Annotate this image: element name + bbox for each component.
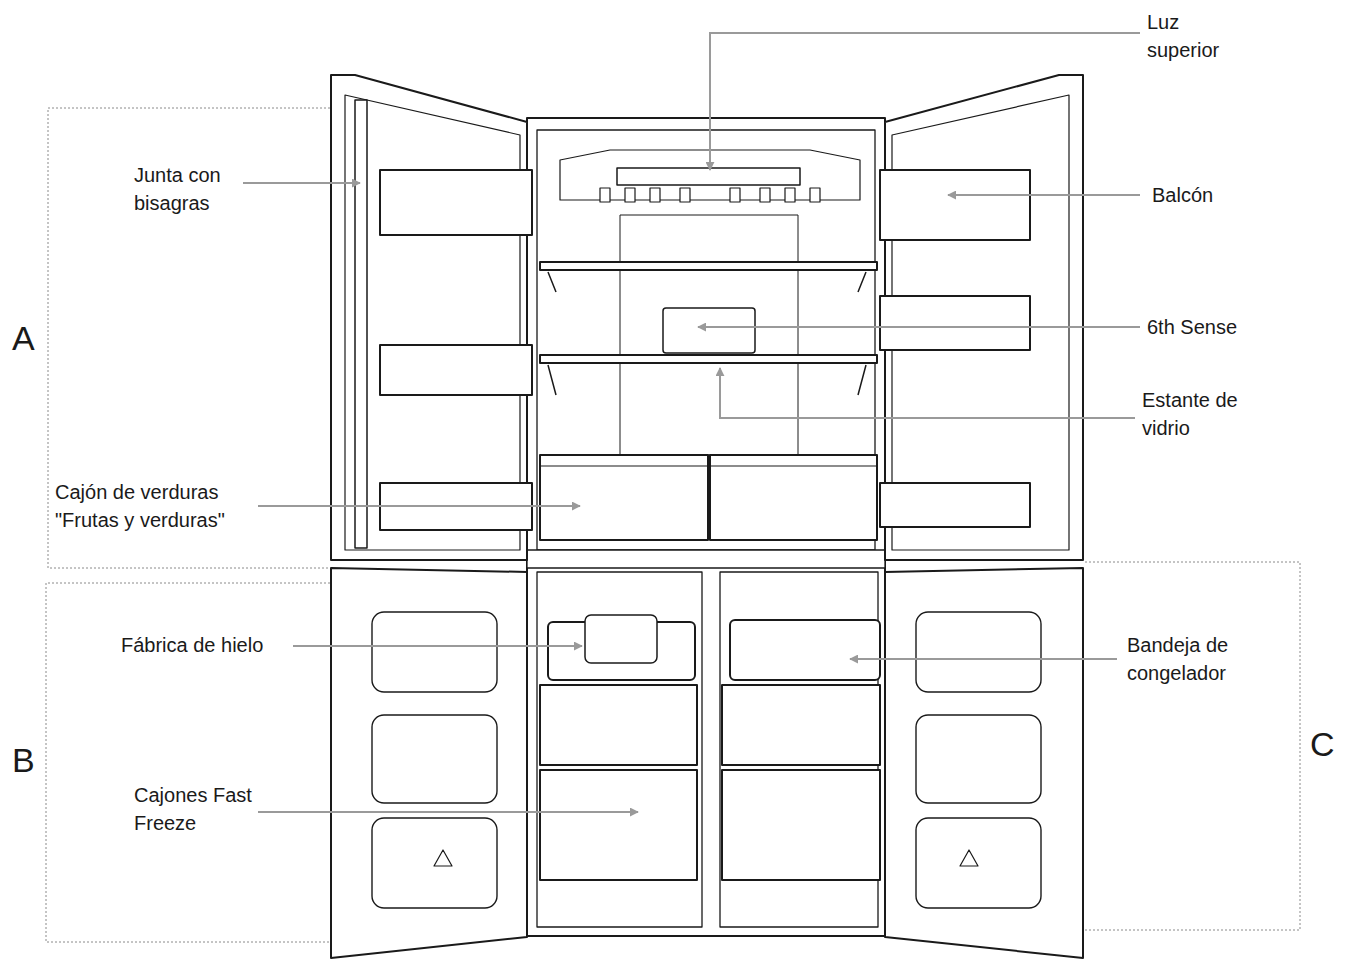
door-bin bbox=[380, 170, 532, 235]
vents bbox=[600, 188, 820, 202]
door bbox=[331, 568, 527, 958]
part-label: Cajón de verduras "Frutas y verduras" bbox=[55, 478, 260, 534]
door-bin bbox=[880, 170, 1030, 240]
freezer-drawer bbox=[722, 770, 880, 880]
part-label: Cajones Fast Freeze bbox=[134, 781, 254, 837]
part-label: Junta con bisagras bbox=[134, 161, 239, 217]
freezer-drawer bbox=[540, 685, 697, 765]
glass-shelf bbox=[540, 355, 877, 363]
door-bin bbox=[880, 296, 1030, 350]
shelf-bracket bbox=[548, 272, 866, 395]
door bbox=[885, 568, 1083, 958]
part-label: Estante de vidrio bbox=[1142, 386, 1260, 442]
section-letter: A bbox=[12, 318, 35, 358]
glass-shelf bbox=[540, 262, 877, 270]
leader-line bbox=[243, 33, 1140, 812]
part-label: Luz superior bbox=[1147, 8, 1237, 64]
crisper-lid bbox=[540, 465, 877, 466]
divider bbox=[527, 550, 885, 568]
crisper bbox=[540, 455, 708, 540]
door-bin bbox=[380, 345, 532, 395]
freezer-drawer bbox=[540, 770, 697, 880]
door-bin bbox=[880, 483, 1030, 527]
freezer-drawer bbox=[722, 685, 880, 765]
cabinet bbox=[527, 118, 885, 936]
recycle-symbol bbox=[434, 850, 978, 866]
section-letter: C bbox=[1310, 724, 1335, 764]
part-label: Fábrica de hielo bbox=[121, 631, 263, 659]
section-letter: B bbox=[12, 740, 35, 780]
part-label: Bandeja de congelador bbox=[1127, 631, 1257, 687]
crisper bbox=[710, 455, 877, 540]
sensor bbox=[663, 308, 755, 353]
freezer-left bbox=[537, 572, 702, 927]
freezer-tray bbox=[730, 620, 880, 680]
door-liner bbox=[345, 95, 520, 550]
section-bracket bbox=[46, 108, 1300, 942]
hinge-gasket bbox=[355, 100, 367, 548]
part-label: 6th Sense bbox=[1147, 313, 1237, 341]
ice-tray bbox=[585, 615, 657, 663]
part-label: Balcón bbox=[1152, 181, 1213, 209]
door-panel bbox=[372, 612, 1041, 908]
light bbox=[617, 168, 800, 185]
